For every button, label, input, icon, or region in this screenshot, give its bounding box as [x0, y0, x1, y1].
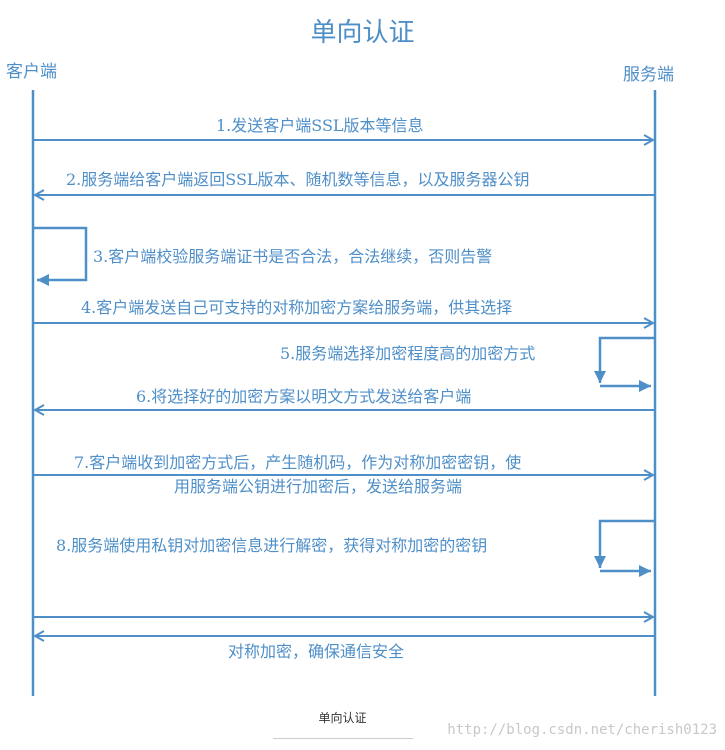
- client-label: 客户端: [6, 62, 57, 82]
- message-9-label: 对称加密，确保通信安全: [228, 642, 405, 661]
- message-5-label: 5.服务端选择加密程度高的加密方式: [280, 344, 536, 363]
- message-2-label: 2.服务端给客户端返回SSL版本、随机数等信息，以及服务器公钥: [66, 170, 530, 189]
- diagram-title: 单向认证: [310, 18, 415, 48]
- watermark: http://blog.csdn.net/cherish0123: [447, 722, 717, 738]
- message-8-loop: [594, 519, 655, 568]
- message-4-label: 4.客户端发送自己可支持的对称加密方案给服务端，供其选择: [81, 298, 513, 317]
- caption-underline: [273, 738, 413, 739]
- message-1-label: 1.发送客户端SSL版本等信息: [216, 116, 424, 135]
- message-7-label-line2: 用服务端公钥进行加密后，发送给服务端: [174, 477, 463, 496]
- message-3-arrow: [33, 226, 88, 286]
- message-7-label-line1: 7.客户端收到加密方式后，产生随机码，作为对称加密密钥，使: [74, 453, 522, 472]
- message-5-loop: [594, 336, 655, 383]
- server-label: 服务端: [623, 65, 674, 85]
- message-6-label: 6.将选择好的加密方案以明文方式发送给客户端: [136, 387, 472, 406]
- figure-caption: 单向认证: [318, 711, 367, 725]
- message-3-label: 3.客户端校验服务端证书是否合法，合法继续，否则告警: [93, 247, 493, 266]
- message-8-label: 8.服务端使用私钥对加密信息进行解密，获得对称加密的密钥: [56, 536, 488, 555]
